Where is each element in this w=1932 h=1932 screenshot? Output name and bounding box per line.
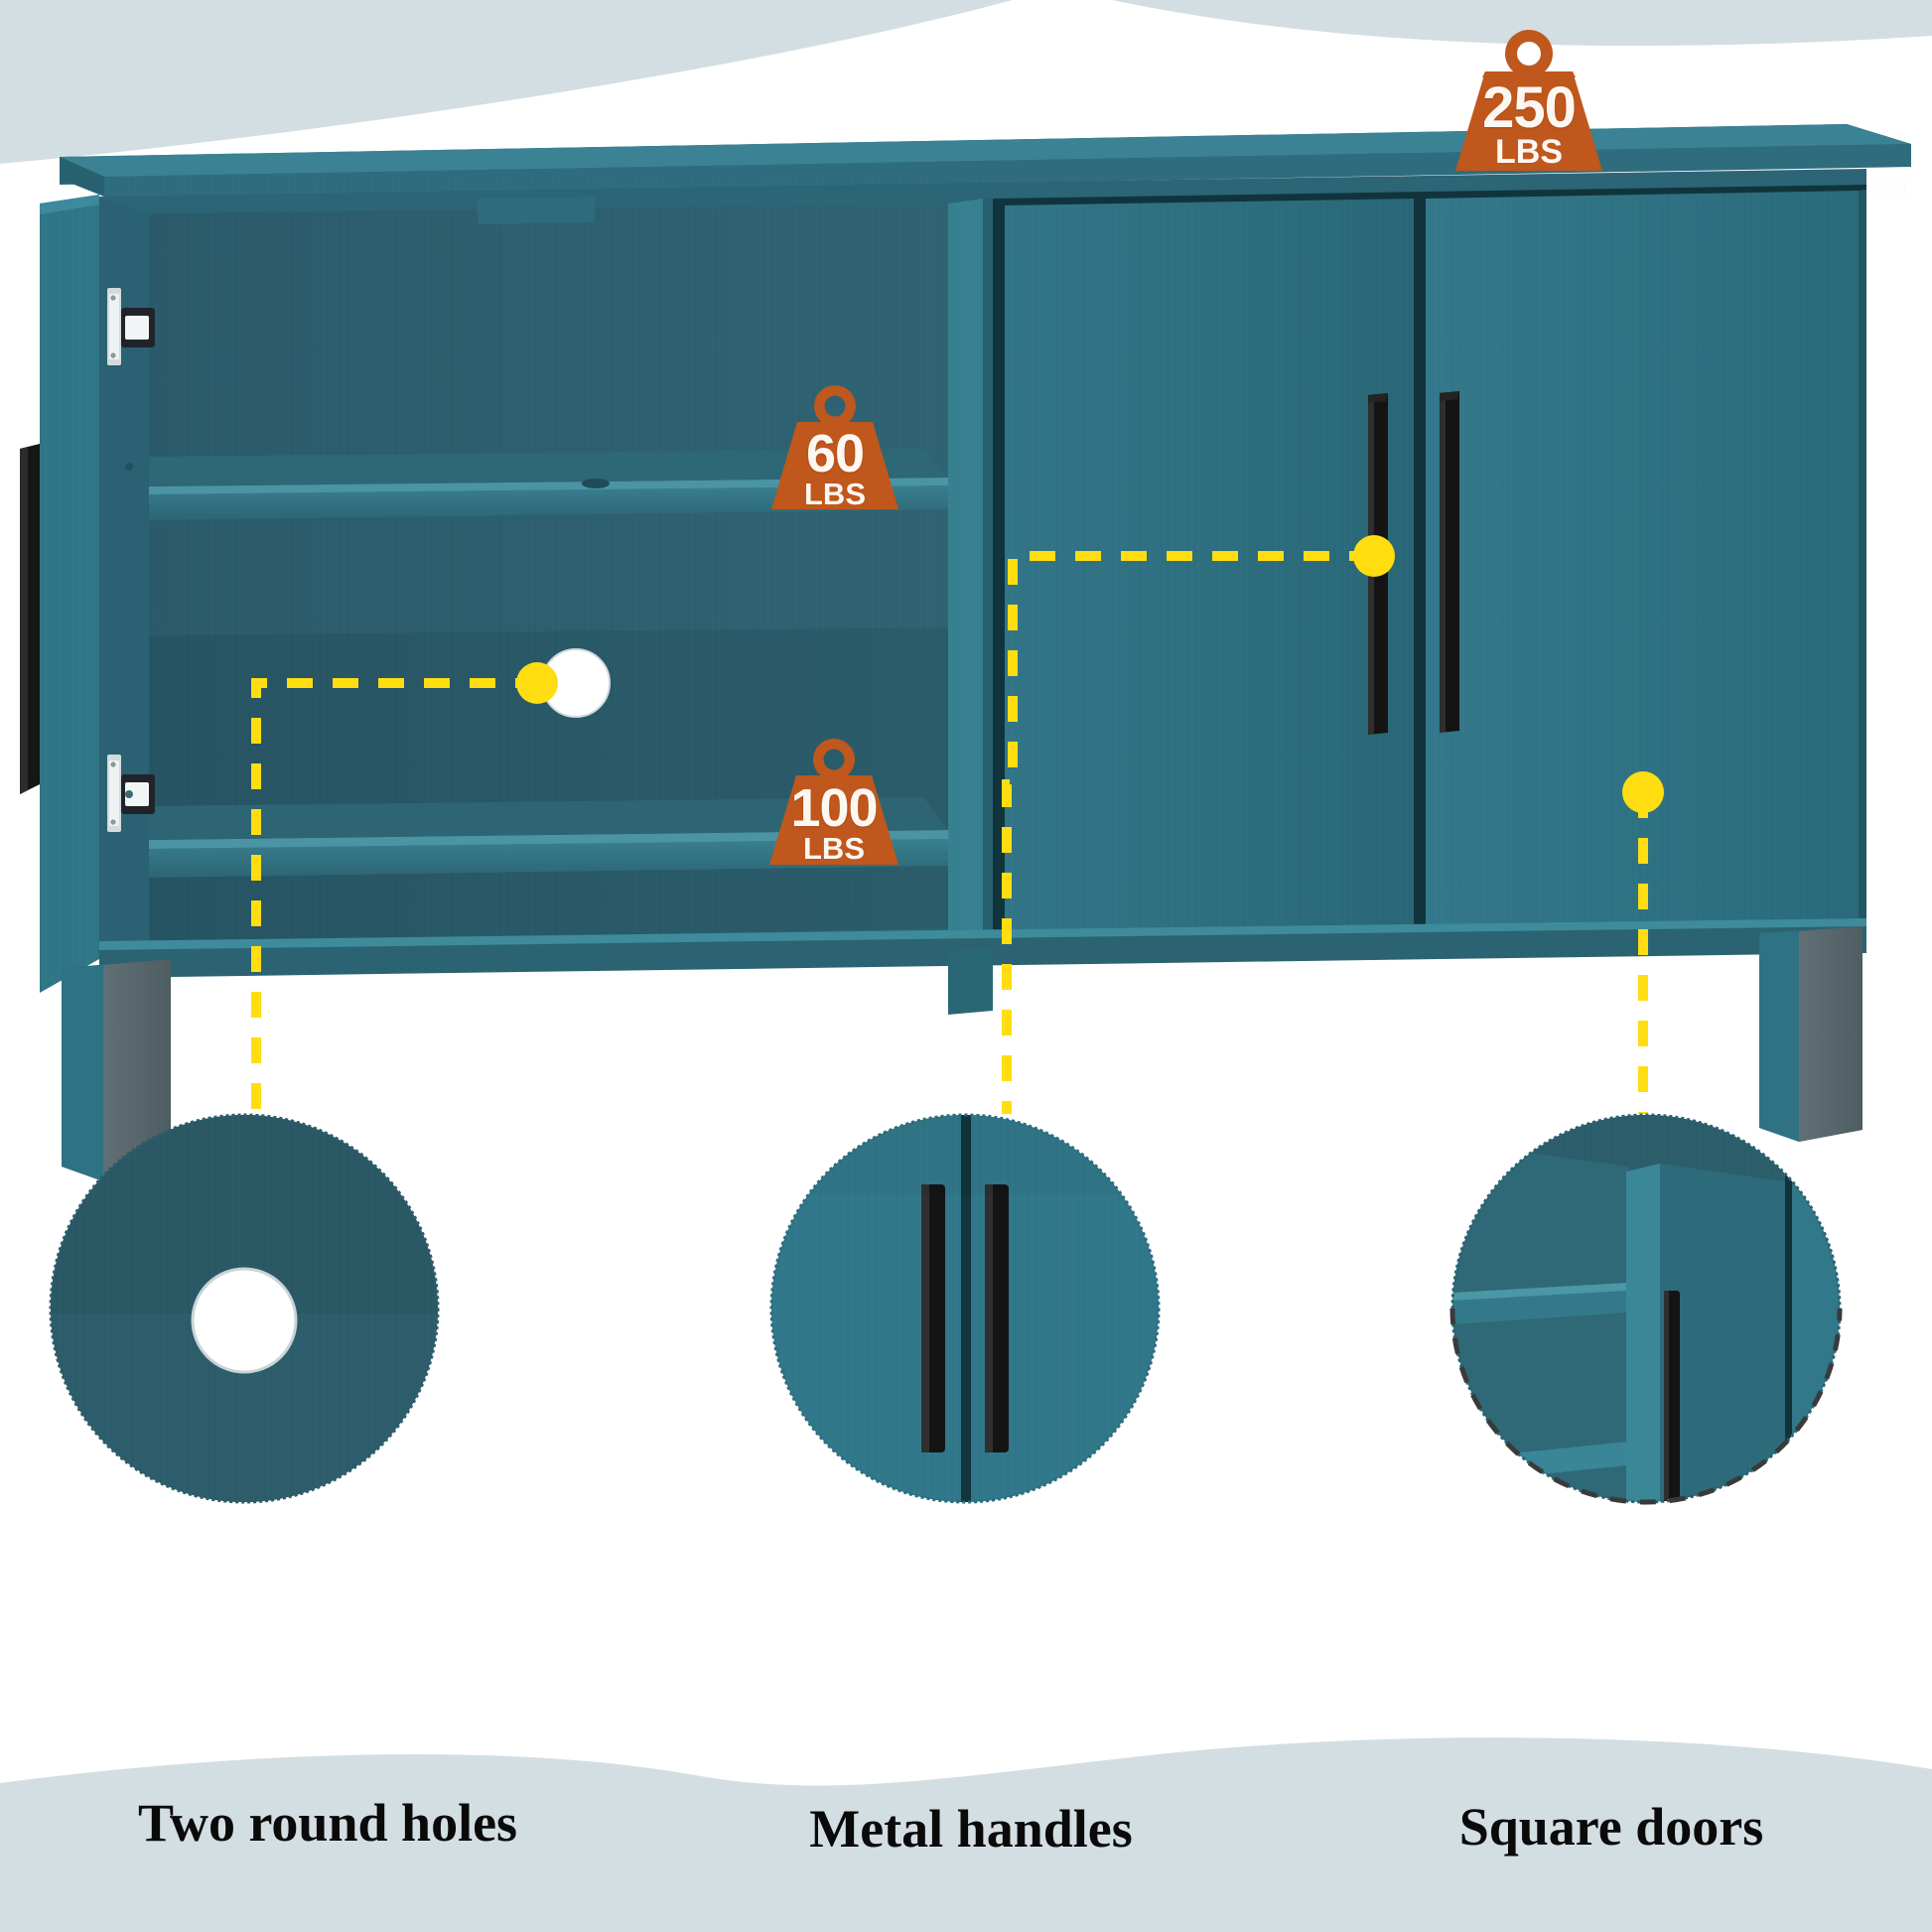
weight-unit: LBS	[804, 477, 866, 511]
cabinet-base	[62, 918, 1866, 1181]
weight-unit: LBS	[1495, 133, 1563, 171]
leader-dot-handles-a	[1353, 535, 1395, 577]
handle-left-detail	[921, 1184, 945, 1452]
handle-right	[1440, 391, 1459, 733]
shelf-upper	[149, 449, 948, 520]
cable-hole-upper	[582, 479, 610, 488]
weight-value: 60	[805, 424, 865, 483]
leg-left	[62, 959, 171, 1181]
detail-circle-metal-handles	[769, 1113, 1161, 1504]
weight-icon	[1455, 30, 1602, 171]
shelf-lower	[149, 797, 948, 878]
leader-handles	[1002, 551, 1375, 1114]
detail-circle-square-doors	[1449, 1113, 1843, 1505]
weight-icon	[769, 739, 898, 865]
caption-metal-handles: Metal handles	[809, 1799, 1133, 1859]
leg-center	[948, 947, 993, 1015]
center-divider	[948, 198, 993, 951]
top-right-band	[1112, 0, 1932, 47]
leg-right	[1759, 926, 1863, 1142]
caption-square-doors: Square doors	[1458, 1797, 1764, 1857]
top-notch	[477, 197, 596, 224]
doors-closed-right	[993, 185, 1866, 945]
leader-lines	[251, 551, 1648, 1114]
weight-badge-250: 250 LBS	[1438, 28, 1620, 177]
weight-value: 250	[1482, 75, 1577, 140]
leader-dot-doors-a	[1622, 771, 1664, 813]
leader-holes	[251, 678, 541, 1114]
leader-dots	[516, 535, 1664, 813]
weight-badge-100: 100 LBS	[755, 737, 913, 870]
detail-circle-round-holes	[49, 1113, 440, 1504]
leader-dot-holes-a	[516, 662, 558, 704]
round-hole-detail	[193, 1269, 296, 1372]
door-closed-right	[1426, 191, 1859, 925]
top-left-band	[0, 0, 1013, 164]
shelf-detail	[1452, 1283, 1628, 1324]
door-seam	[1416, 198, 1424, 925]
weight-value: 100	[790, 778, 878, 838]
bottom-caption-band	[0, 1737, 1932, 1932]
door-closed-left	[1005, 199, 1414, 933]
weight-unit: LBS	[803, 831, 865, 866]
hinge-lower	[107, 755, 155, 832]
door-swing-arc	[1449, 1308, 1843, 1505]
door-seam-detail	[961, 1115, 971, 1502]
door-open-detail	[1626, 1164, 1785, 1502]
caption-two-round-holes: Two round holes	[137, 1793, 518, 1853]
open-compartment-left	[99, 197, 948, 958]
hinge-upper	[107, 288, 155, 365]
handle-right-detail	[985, 1184, 1009, 1452]
door-open-left	[20, 195, 155, 993]
weight-icon	[771, 385, 898, 509]
weight-badge-60: 60 LBS	[757, 383, 913, 514]
cabinet-main-body	[20, 124, 1911, 1181]
